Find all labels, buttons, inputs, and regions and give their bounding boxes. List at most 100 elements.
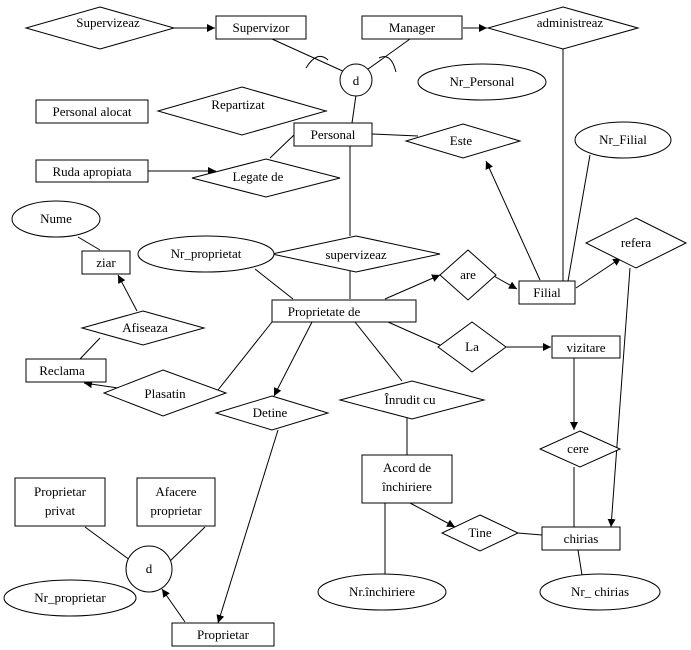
rel-supervizeaz-top-label: Supervizeaz [76, 15, 140, 30]
connections [77, 24, 631, 624]
rel-afiseaza-label: Afiseaza [122, 320, 168, 335]
attr-nr-inchiriere: Nr.închiriere [317, 573, 447, 611]
rel-tine-label: Tine [468, 525, 492, 540]
edge-proprietate-plasatin [217, 321, 273, 391]
entity-proprietar-privat: Proprietar privat [14, 477, 106, 527]
edge-proprietate-inrudit [354, 321, 403, 382]
entity-afacere-proprietar: Afacere proprietar [136, 477, 216, 527]
attr-nr-filial-label: Nr_Filial [599, 132, 647, 147]
entity-vizitare: vizitare [551, 335, 621, 359]
edge-detine-proprietar [216, 429, 279, 624]
edge-nrfilial-filial [567, 154, 591, 282]
edge-tine-chirias [517, 532, 543, 536]
entity-supervizor-label: Supervizor [232, 20, 290, 35]
entity-acord-inchiriere-line2: închiriere [381, 479, 432, 494]
edge-d-personal [351, 94, 357, 124]
rel-supervizeaz-top: Supervizeaz [24, 6, 176, 50]
edge-plasatin-reclama [83, 380, 119, 389]
edge-nume-ziar [77, 236, 101, 251]
edge-afacere-d [167, 526, 206, 564]
edge-refera-chirias [607, 267, 631, 528]
entity-manager: Manager [361, 15, 463, 40]
attr-nr-proprietat: Nr_proprietat [137, 235, 275, 273]
rel-legate-de-label: Legate de [233, 169, 284, 184]
entity-reclama-label: Reclama [39, 363, 85, 378]
disjoint-bottom-label: d [146, 561, 153, 576]
entity-proprietate-de: Proprietate de [271, 299, 417, 323]
edge-personal-legate [269, 133, 296, 159]
entity-chirias-label: chirias [564, 531, 599, 546]
rel-cere: cere [538, 430, 622, 468]
attr-nr-personal-label: Nr_Personal [450, 74, 515, 89]
rel-inrudit-cu: Înrudit cu [338, 380, 486, 420]
rel-supervizeaz-mid-label: supervizeaz [325, 247, 387, 262]
rel-supervizeaz-mid: supervizeaz [271, 235, 441, 273]
entity-filial: Filial [518, 280, 576, 305]
entity-afacere-proprietar-line2: proprietar [150, 503, 202, 518]
rel-detine-label: Detine [253, 405, 288, 420]
attr-nr-chirias-label: Nr_ chirias [571, 584, 629, 599]
rel-are: are [439, 249, 497, 301]
entity-personal-alocat-label: Personal alocat [52, 104, 131, 119]
edge-filial-este [485, 160, 541, 281]
entity-personal-alocat: Personal alocat [35, 99, 149, 124]
rel-repartizat: Repartizat [156, 86, 328, 136]
attr-nr-personal: Nr_Personal [417, 63, 547, 101]
attr-nume-label: Nume [40, 211, 72, 226]
entity-chirias: chirias [541, 526, 621, 551]
edge-afiseaza-ziar [117, 274, 138, 312]
entity-reclama: Reclama [25, 358, 107, 383]
rel-este-label: Este [450, 133, 473, 148]
edge-personal-este [371, 133, 419, 137]
attr-nr-proprietar: Nr_proprietar [3, 579, 137, 617]
entity-proprietar-privat-line1: Proprietar [34, 484, 87, 499]
rel-are-label: are [460, 267, 476, 282]
edge-afiseaza-reclama [79, 337, 101, 360]
edge-proprietate-la [387, 321, 443, 347]
entity-proprietate-de-label: Proprietate de [288, 304, 361, 319]
edge-supervizor-d [271, 38, 348, 74]
edge-filial-refera [575, 257, 622, 289]
rel-refera-label: refera [621, 235, 652, 250]
attr-nr-proprietat-label: Nr_proprietat [171, 246, 242, 261]
rel-la-label: La [465, 339, 479, 354]
entity-proprietar-label: Proprietar [197, 627, 250, 642]
entity-proprietar: Proprietar [171, 622, 275, 647]
rel-inrudit-cu-label: Înrudit cu [385, 392, 436, 407]
edge-privat-d [84, 526, 135, 564]
entity-ziar-label: ziar [96, 255, 116, 270]
attr-nr-chirias: Nr_ chirias [539, 573, 661, 611]
entity-afacere-proprietar-line1: Afacere [155, 484, 196, 499]
entity-vizitare-label: vizitare [567, 340, 606, 355]
rel-cere-label: cere [567, 441, 589, 456]
attr-nr-filial: Nr_Filial [574, 121, 672, 159]
entity-personal-label: Personal [311, 127, 356, 142]
entity-personal: Personal [293, 122, 373, 147]
edge-chirias-nrchirias [577, 549, 583, 576]
entity-filial-label: Filial [533, 285, 561, 300]
edge-proprietate-detine [273, 321, 313, 397]
edge-are-filial [491, 274, 518, 290]
disjoint-top-label: d [353, 73, 360, 88]
rel-afiseaza: Afiseaza [80, 310, 206, 346]
rel-este: Este [404, 123, 522, 159]
rel-la: La [437, 321, 507, 373]
rel-administreaz-label: administreaz [537, 15, 604, 30]
entity-ziar: ziar [81, 250, 131, 275]
rel-tine: Tine [440, 514, 520, 552]
entity-ruda-apropiata: Ruda apropiata [35, 159, 149, 183]
subset-arc-right [378, 56, 397, 73]
disjoint-bottom: d [125, 545, 173, 593]
edge-manager-d [363, 38, 411, 73]
rel-repartizat-label: Repartizat [211, 97, 265, 112]
rel-plasatin-label: Plasatin [144, 386, 186, 401]
rel-administreaz: administreaz [486, 6, 640, 50]
attr-nr-inchiriere-label: Nr.închiriere [349, 584, 415, 599]
rel-detine: Detine [214, 395, 330, 431]
rel-plasatin: Plasatin [102, 369, 228, 417]
entity-ruda-apropiata-label: Ruda apropiata [52, 164, 131, 179]
entity-supervizor: Supervizor [215, 15, 307, 40]
edge-proprietate-are [384, 274, 441, 300]
rel-legate-de: Legate de [191, 158, 341, 198]
subset-arc-left [305, 55, 329, 69]
